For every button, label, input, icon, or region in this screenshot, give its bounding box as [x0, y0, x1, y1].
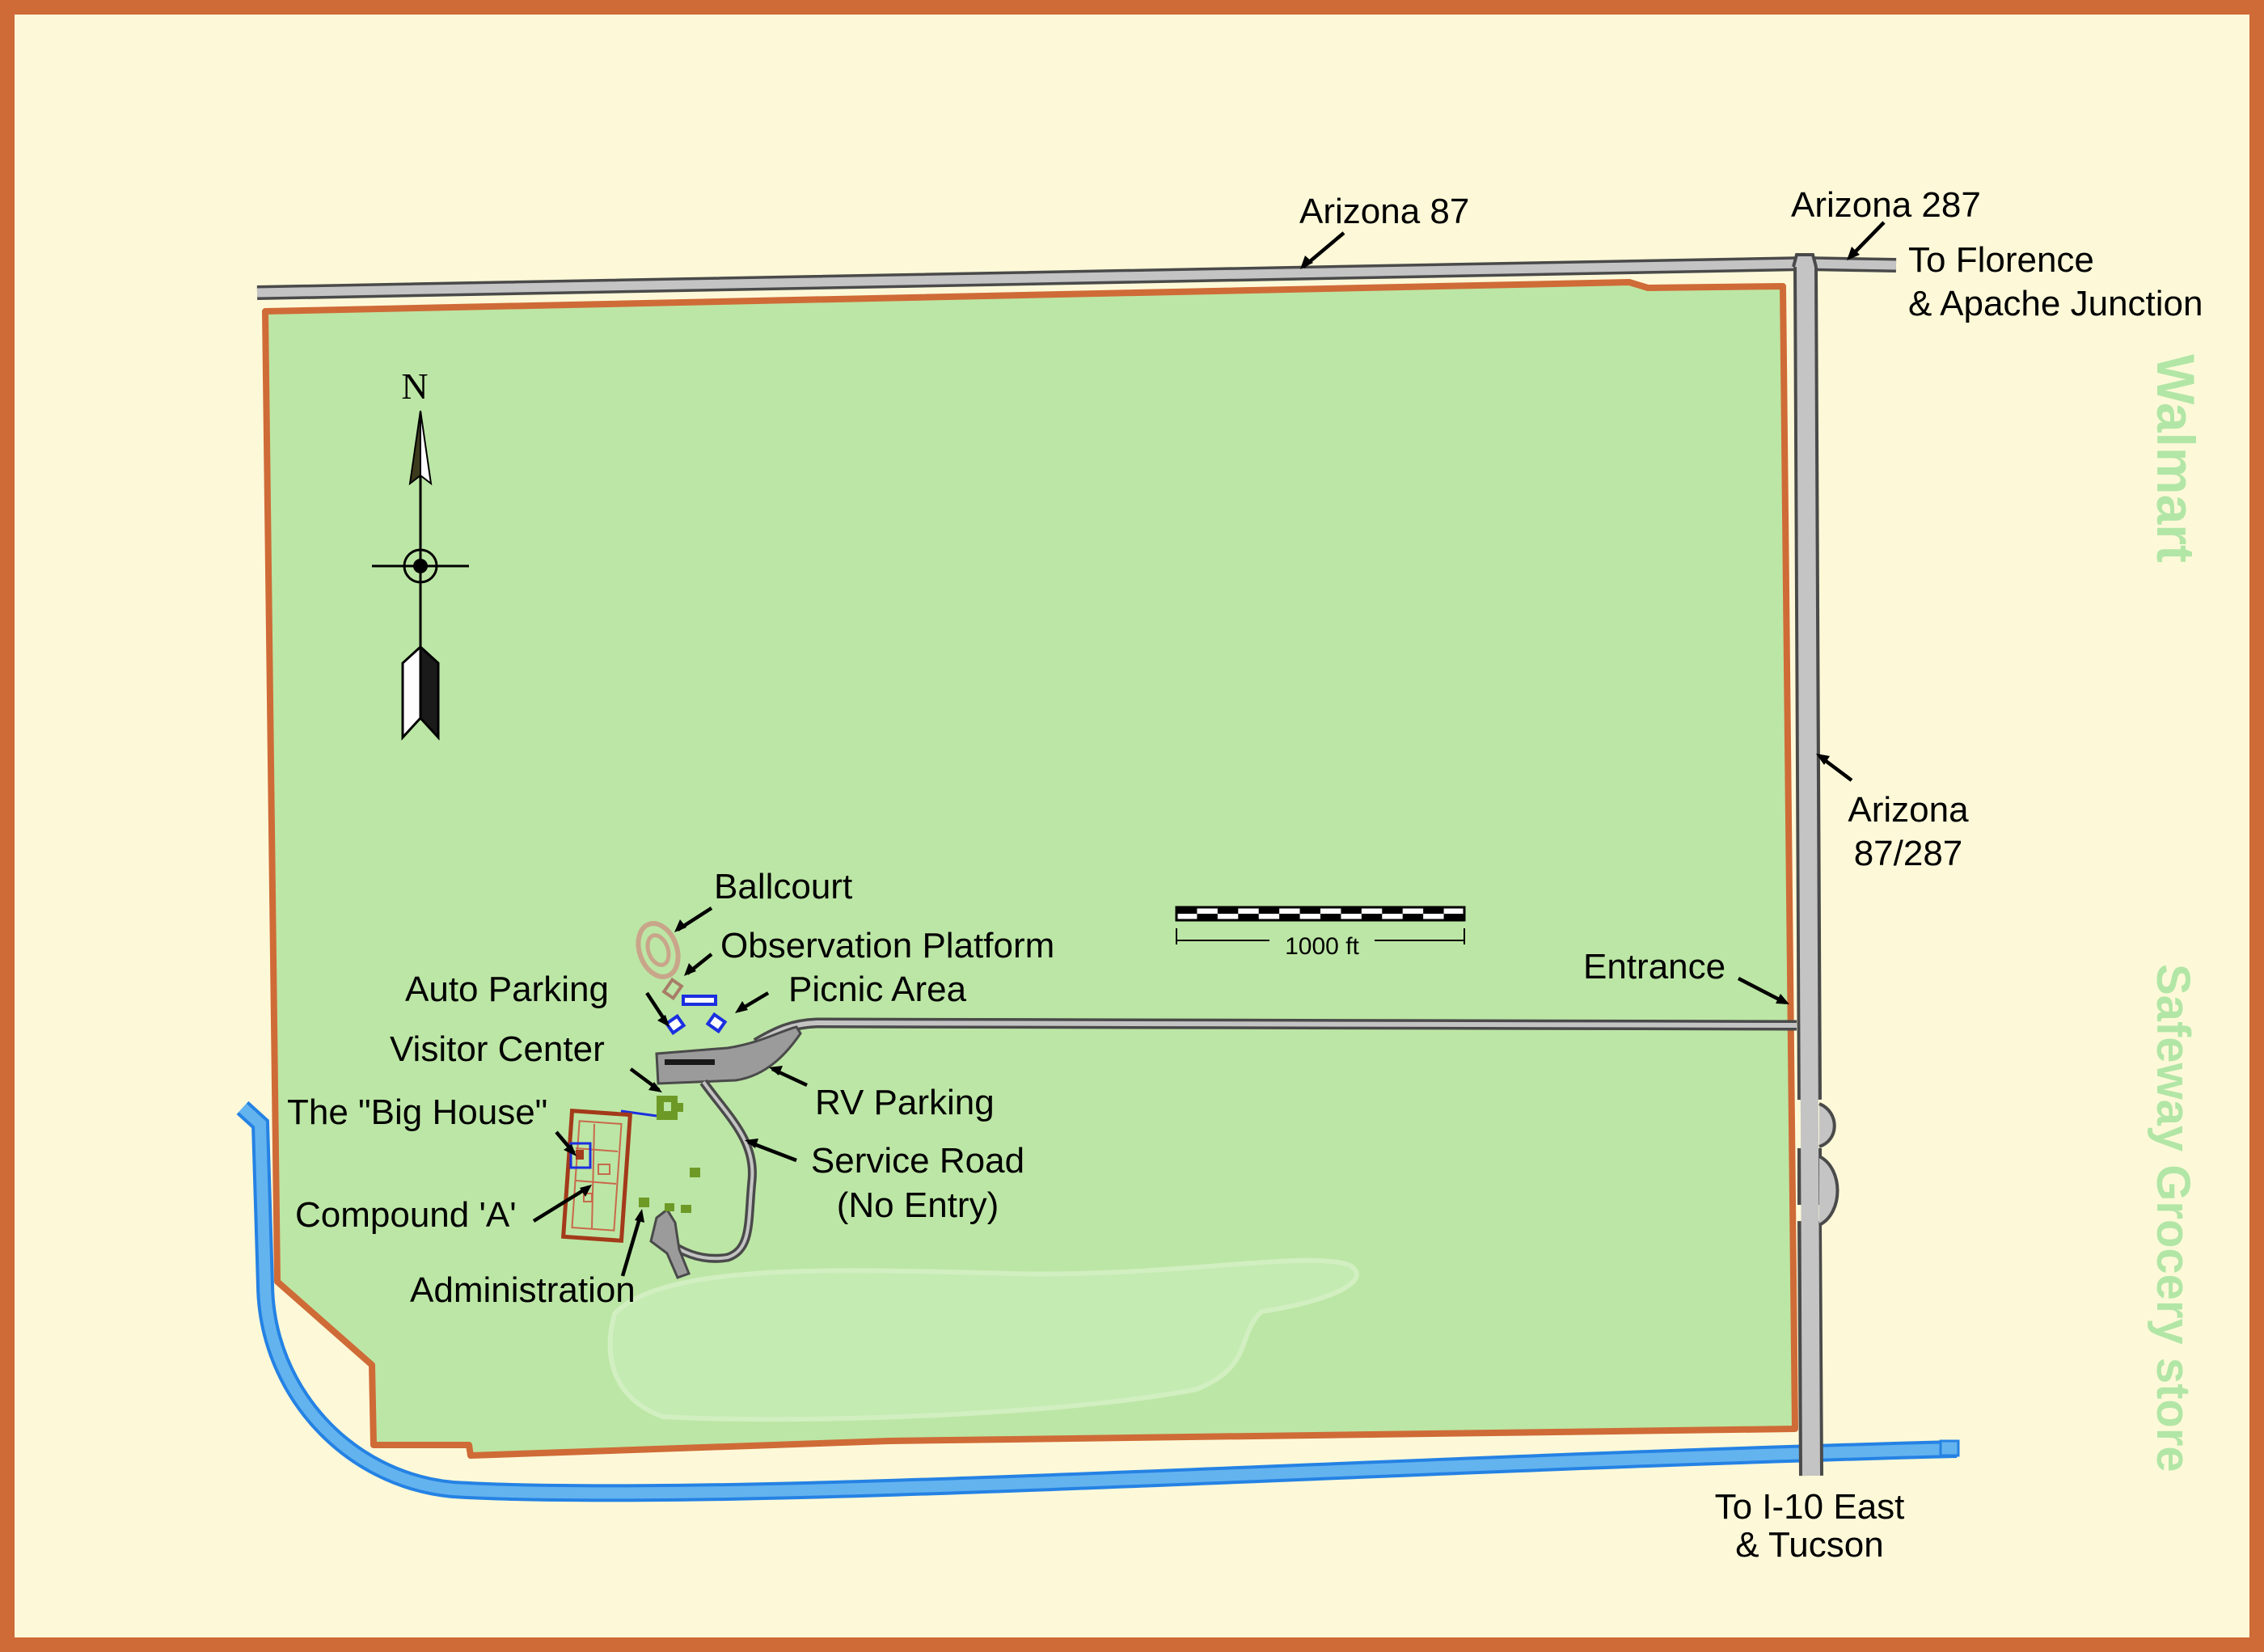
- visitor-center-path: [620, 1109, 657, 1118]
- parking-lot: [655, 1025, 802, 1085]
- leader-arrows: [532, 221, 1886, 1277]
- road-arizona-87-287-fill: [1797, 266, 1820, 1477]
- scale-bar-segment: [1197, 914, 1218, 920]
- label-auto-parking: Auto Parking: [405, 970, 609, 1009]
- label-ballcourt: Ballcourt: [714, 867, 852, 906]
- road-turnout-2: [1818, 1155, 1840, 1227]
- scale-bar-segment: [1341, 907, 1362, 914]
- label-big-house: The "Big House": [287, 1092, 547, 1132]
- river-center: [239, 1103, 1958, 1499]
- scale-bar-segment: [1382, 907, 1403, 914]
- administration-drive: [649, 1207, 691, 1279]
- label-administration: Administration: [410, 1270, 636, 1310]
- scale-bar-segment: [1443, 914, 1464, 920]
- parking-island: [665, 1059, 715, 1065]
- label-to-florence: To Florence: [1908, 240, 2094, 280]
- label-tucson: & Tucson: [1735, 1525, 1883, 1565]
- label-arizona-87-287-line1: Arizona: [1848, 790, 1969, 830]
- scale-bar-segment: [1423, 907, 1444, 914]
- compound-a-ruins: [560, 1109, 633, 1243]
- ballcourt-icon: [636, 921, 681, 979]
- label-arizona-87-287-line2: 87/287: [1854, 834, 1963, 873]
- scale-bar-segment: [1176, 907, 1197, 914]
- scale-bar: [1175, 906, 1466, 944]
- scale-bar-segment: [1279, 914, 1300, 920]
- label-picnic-area: Picnic Area: [788, 970, 967, 1009]
- label-arizona-87: Arizona 87: [1299, 192, 1469, 231]
- road-turnout-1: [1818, 1102, 1836, 1148]
- river-end: [1939, 1439, 1960, 1457]
- scale-bar-segment: [1320, 914, 1341, 920]
- scale-bar-segment: [1402, 914, 1424, 920]
- service-road-fill: [665, 1080, 754, 1261]
- north-arrow-icon: [372, 410, 469, 741]
- label-to-i10: To I-10 East: [1715, 1487, 1905, 1527]
- label-rv-parking: RV Parking: [815, 1083, 995, 1122]
- north-label: N: [401, 365, 428, 407]
- label-service-road: Service Road: [811, 1141, 1024, 1181]
- observation-platform-icon: [661, 977, 684, 1001]
- park-area: [262, 279, 1798, 1459]
- road-intersection: [1792, 253, 1818, 268]
- big-house-core: [576, 1150, 584, 1160]
- scale-bar-segment: [1361, 914, 1383, 920]
- administration-buildings: [639, 1168, 700, 1213]
- label-entrance: Entrance: [1583, 947, 1725, 987]
- label-walmart: Walmart: [2146, 354, 2206, 563]
- scale-bar-segment: [1299, 907, 1320, 914]
- label-apache-junction: & Apache Junction: [1908, 284, 2203, 323]
- scale-bar-segment: [1238, 914, 1259, 920]
- label-compound-a: Compound 'A': [295, 1195, 517, 1235]
- label-observation-platform: Observation Platform: [720, 926, 1054, 965]
- visitor-center-icon: [657, 1096, 683, 1120]
- faded-area: [607, 1257, 1359, 1422]
- scale-bar-segment: [1217, 907, 1239, 914]
- label-safeway: Safeway Grocery store: [2147, 964, 2199, 1472]
- scale-bar-segment: [1258, 907, 1280, 914]
- big-house-icon: [569, 1142, 592, 1169]
- label-arizona-287: Arizona 287: [1791, 185, 1981, 225]
- label-no-entry: (No Entry): [837, 1185, 999, 1225]
- scale-bar-label: 1000 ft: [1285, 933, 1359, 960]
- label-visitor-center: Visitor Center: [390, 1029, 605, 1069]
- picnic-area-icon: [664, 995, 728, 1036]
